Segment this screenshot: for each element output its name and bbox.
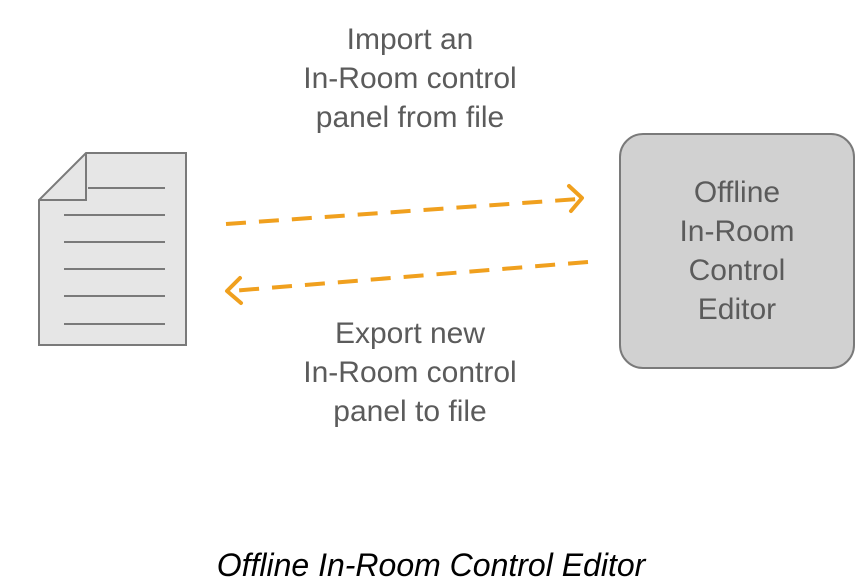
export-label: Export new In-Room control panel to file — [303, 317, 517, 428]
import-label: Import an In-Room control panel from fil… — [303, 23, 517, 134]
export-arrow — [225, 260, 589, 305]
document-icon — [38, 152, 187, 346]
document-lines — [64, 187, 165, 325]
offline-editor-box: Offline In-Room Control Editor — [619, 133, 855, 369]
diagram-caption: Offline In-Room Control Editor — [216, 547, 646, 583]
import-arrow — [225, 184, 584, 226]
offline-editor-label: Offline In-Room Control Editor — [679, 176, 795, 326]
